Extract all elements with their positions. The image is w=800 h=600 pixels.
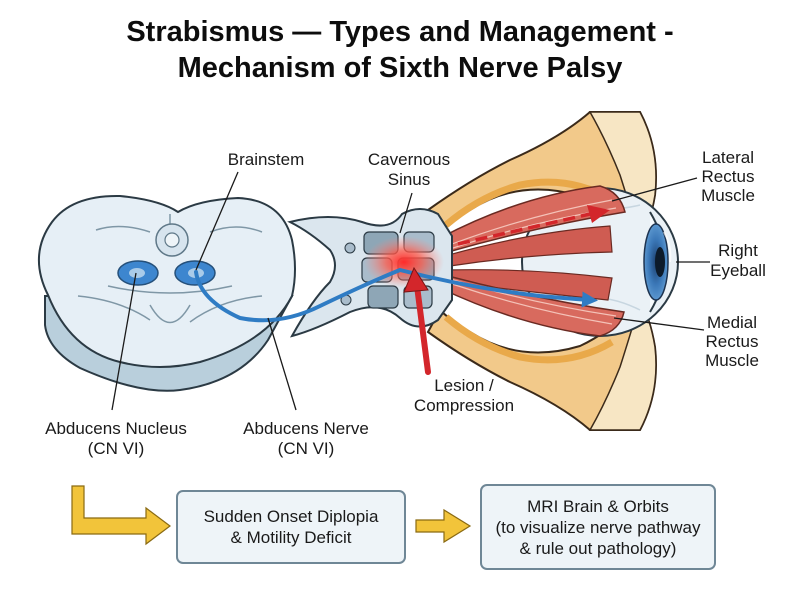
abducens-nucleus-label-line-2: (CN VI) bbox=[88, 439, 145, 458]
mri-box-line-1: MRI Brain & Orbits bbox=[527, 496, 669, 516]
lateral-rectus-label-line-3: Muscle bbox=[701, 186, 755, 205]
abducens-nerve-label-line-1: Abducens Nerve bbox=[243, 419, 369, 438]
lesion-label-line-2: Compression bbox=[414, 396, 514, 415]
flow-arrow-l-shaped bbox=[71, 485, 171, 546]
title-line-1: Strabismus — Types and Management - bbox=[126, 16, 674, 48]
mri-box-line-2: (to visualize nerve pathway bbox=[495, 517, 701, 537]
right-eyeball-shape bbox=[521, 187, 679, 337]
abducens-nucleus-label-line-1: Abducens Nucleus bbox=[45, 419, 187, 438]
lateral-rectus-label-line-1: Lateral bbox=[702, 148, 754, 167]
symptom-box: Sudden Onset Diplopia & Motility Deficit bbox=[176, 490, 406, 564]
flow-arrow-straight bbox=[415, 508, 472, 544]
brainstem-label: Brainstem bbox=[228, 150, 305, 169]
abducens-nerve-path bbox=[194, 267, 598, 323]
abducens-nerve-label-line-2: (CN VI) bbox=[278, 439, 335, 458]
symptom-box-line-2: & Motility Deficit bbox=[230, 528, 352, 547]
medial-rectus-label-line-3: Muscle bbox=[705, 351, 759, 370]
mri-box-line-3: & rule out pathology) bbox=[519, 538, 677, 558]
mri-box: MRI Brain & Orbits (to visualize nerve p… bbox=[480, 484, 716, 570]
right-eyeball-label-line-2: Eyeball bbox=[710, 261, 766, 280]
symptom-box-line-1: Sudden Onset Diplopia bbox=[203, 507, 379, 526]
diagram-title: Strabismus — Types and Management - Mech… bbox=[0, 14, 800, 86]
right-eyeball-label-line-1: Right bbox=[718, 241, 758, 260]
cavernous-sinus-label-line-2: Sinus bbox=[388, 170, 431, 189]
brainstem-cross-section bbox=[38, 194, 296, 392]
lesion-arrowhead bbox=[403, 266, 429, 293]
cavernous-sinus-label-line-1: Cavernous bbox=[368, 150, 450, 169]
lesion-label-line-1: Lesion / bbox=[434, 376, 494, 395]
leader-lines bbox=[111, 171, 710, 411]
title-line-2: Mechanism of Sixth Nerve Palsy bbox=[177, 52, 623, 84]
dashed-red-arrow bbox=[457, 212, 591, 246]
medial-rectus-label-line-2: Rectus bbox=[706, 332, 759, 351]
lesion-arrow bbox=[414, 283, 431, 375]
medial-rectus-label-line-1: Medial bbox=[707, 313, 757, 332]
lateral-rectus-label-line-2: Rectus bbox=[702, 167, 755, 186]
dashed-red-arrowhead bbox=[587, 205, 610, 223]
lateral-rectus-shape bbox=[438, 185, 626, 253]
